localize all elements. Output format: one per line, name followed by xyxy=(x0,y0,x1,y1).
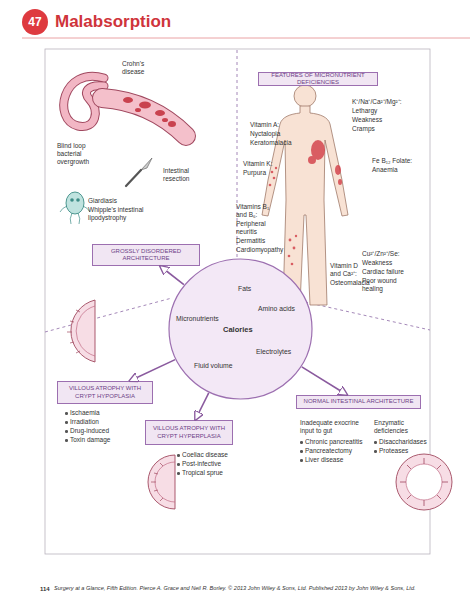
annotation: Weakness xyxy=(352,116,402,124)
annotation: Cardiac failure xyxy=(362,268,417,276)
arrow-connector xyxy=(160,266,184,285)
annotation: Nyctalopia xyxy=(250,130,295,138)
frame xyxy=(45,49,430,554)
annotation: Anaemia xyxy=(372,166,422,174)
annotation: Cu²⁺/Zn²⁺/Se: xyxy=(362,250,424,258)
box-heading: NORMAL INTESTINAL ARCHITECTURE xyxy=(301,398,417,406)
nutrient-circle: FatsAmino acidsMicronutrientsCaloriesEle… xyxy=(168,258,313,400)
list-item: Proteases xyxy=(379,447,431,455)
annotation: Dermatitis xyxy=(236,237,281,245)
annotation: Purpura xyxy=(243,169,283,177)
crohns-bowel-fill xyxy=(102,98,186,136)
annotation: Vitamin K: xyxy=(243,160,283,168)
villous-hyperplasia-section xyxy=(148,455,175,509)
annotation: Cardiomyopathy xyxy=(236,246,291,254)
category-box: VILLOUS ATROPHY WITH CRYPT HYPOPLASIA xyxy=(57,381,153,404)
page-caption: Surgery at a Glance, Fifth Edition. Pier… xyxy=(54,585,416,591)
annotation: Giardiasis xyxy=(88,197,128,205)
chapter-badge xyxy=(22,9,48,35)
box-heading: FEATURES OF MICRONUTRIENT DEFICIENCIES xyxy=(259,72,377,87)
list-item: Pancreatectomy xyxy=(305,447,371,455)
list-item: Toxin damage xyxy=(70,436,140,444)
arrow-connector xyxy=(195,393,209,420)
annotation: Weakness xyxy=(362,259,412,267)
list-item: Disaccharidases xyxy=(379,438,431,446)
annotation: Vitamin D and Ca²⁺: xyxy=(330,262,368,278)
nutrient-label: Amino acids xyxy=(258,305,295,312)
box-heading: GROSSLY DISORDERED ARCHITECTURE xyxy=(93,248,199,263)
list-item: Coeliac disease xyxy=(182,451,252,459)
arrow-connector xyxy=(302,367,347,395)
crohns-bowel xyxy=(102,98,186,136)
annotation: Keratomalacia xyxy=(250,139,300,147)
list-item: Tropical sprue xyxy=(182,469,252,477)
list-item: Drug-induced xyxy=(70,427,140,435)
arrow-connector xyxy=(130,360,176,381)
annotation: Whipple's intestinal lipodystrophy xyxy=(88,206,158,222)
header-rule xyxy=(22,38,470,39)
annotation: Vitamins B₁ and B₆: xyxy=(236,203,276,219)
box-heading: VILLOUS ATROPHY WITH CRYPT HYPERPLASIA xyxy=(146,425,232,440)
list-item: Irradiation xyxy=(70,418,140,426)
scalpel xyxy=(126,158,152,186)
nutrient-label: Calories xyxy=(223,325,253,334)
annotation: Cramps xyxy=(352,125,402,133)
annotation: Crohn's disease xyxy=(122,60,154,76)
category-box: NORMAL INTESTINAL ARCHITECTURE xyxy=(296,395,421,409)
crohns-lesions xyxy=(123,97,176,127)
annotation: Lethargy xyxy=(352,107,402,115)
list-item: Chronic pancreatitis xyxy=(305,438,371,446)
list-item: Ischaemia xyxy=(70,409,140,417)
nutrient-label: Micronutrients xyxy=(176,315,219,322)
giardia xyxy=(60,192,90,224)
category-box: VILLOUS ATROPHY WITH CRYPT HYPERPLASIA xyxy=(145,420,233,445)
annotation: Fe B₁₂ Folate: xyxy=(372,157,428,165)
normal-section xyxy=(396,454,452,510)
category-box: FEATURES OF MICRONUTRIENT DEFICIENCIES xyxy=(258,72,378,86)
annotation: Inadequate exocrine input to gut xyxy=(300,419,360,435)
annotation: K⁺/Na⁺/Ca²⁺/Mg²⁺: xyxy=(352,98,424,106)
annotation: Intestinal resection xyxy=(163,167,203,183)
nutrient-label: Fats xyxy=(238,285,251,292)
category-box: GROSSLY DISORDERED ARCHITECTURE xyxy=(92,244,200,266)
chapter-number: 47 xyxy=(22,15,48,29)
annotation: Vitamin A: xyxy=(250,121,295,129)
page-title: Malabsorption xyxy=(55,12,171,32)
annotation: Peripheral neuritis xyxy=(236,220,274,236)
annotation: Enzymatic deficiencies xyxy=(374,419,424,435)
villous-hypoplasia-section xyxy=(67,300,95,362)
box-heading: VILLOUS ATROPHY WITH CRYPT HYPOPLASIA xyxy=(58,385,152,400)
annotation: Osteomalacia xyxy=(330,279,380,287)
nutrient-label: Fluid volume xyxy=(194,362,233,369)
page-number: 114 xyxy=(40,585,54,593)
annotation: Blind loop bacterial overgrowth xyxy=(57,142,103,166)
list-item: Post-infective xyxy=(182,460,252,468)
list-item: Liver disease xyxy=(305,456,371,464)
nutrient-label: Electrolytes xyxy=(256,348,291,355)
